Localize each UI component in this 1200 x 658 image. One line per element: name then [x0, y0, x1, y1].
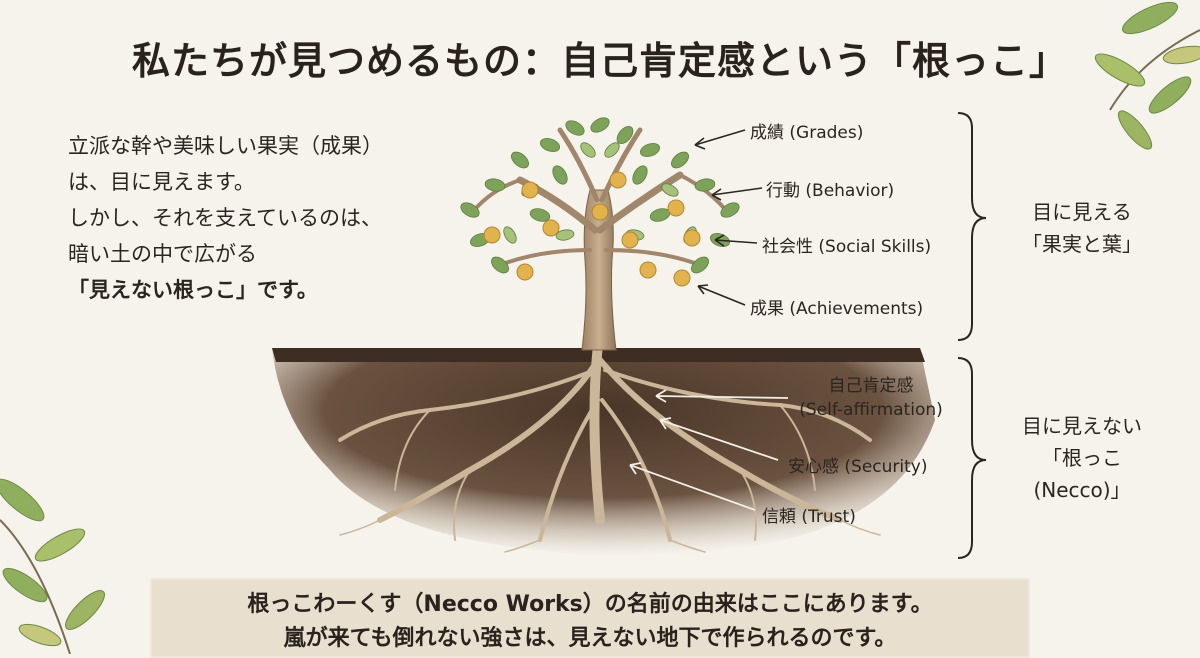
roots	[338, 340, 881, 553]
corner-leaves-top-right	[1094, 1, 1200, 150]
footer-banner: 根っこわーくす（Necco Works）の名前の由来はここにあります。 嵐が来て…	[150, 578, 1030, 658]
foliage	[460, 117, 740, 274]
label-security: 安心感 (Security)	[788, 457, 928, 477]
banner-line: 嵐が来ても倒れない強さは、見えない地下で作られるのです。	[283, 626, 897, 651]
page-title: 私たちが見つめるもの：自己肯定感という「根っこ」	[131, 39, 1068, 83]
label-behavior: 行動 (Behavior)	[766, 181, 895, 201]
group-label-line: 目に見える	[1032, 200, 1132, 224]
intro-line: は、目に見えます。	[68, 170, 255, 194]
corner-leaves-bottom-left	[0, 478, 105, 654]
intro-text: 立派な幹や美味しい果実（成果） は、目に見えます。 しかし、それを支えているのは…	[68, 128, 448, 308]
intro-line: 立派な幹や美味しい果実（成果）	[68, 134, 383, 158]
label-self-affirmation-ja: 自己肯定感	[828, 376, 914, 396]
group-label-line: (Necco)」	[1033, 478, 1131, 502]
label-grades: 成績 (Grades)	[750, 123, 864, 143]
label-trust: 信頼 (Trust)	[762, 507, 856, 527]
banner-line: 根っこわーくす（Necco Works）の名前の由来はここにあります。	[247, 592, 933, 617]
group-label-line: 「果実と葉」	[1022, 232, 1142, 256]
group-label-line: 「根っこ	[1042, 446, 1122, 470]
group-label-visible: 目に見える 「果実と葉」	[992, 196, 1172, 260]
arrows-visible	[694, 129, 763, 306]
group-label-line: 目に見えない	[1022, 414, 1142, 438]
label-self-affirmation: 自己肯定感 (Self-affirmation)	[786, 374, 956, 422]
label-social-skills: 社会性 (Social Skills)	[762, 237, 932, 257]
soil	[272, 348, 935, 556]
intro-line: 暗い土の中で広がる	[68, 242, 257, 266]
group-label-invisible: 目に見えない 「根っこ (Necco)」	[992, 410, 1172, 506]
label-achievements: 成果 (Achievements)	[750, 299, 924, 319]
fruit	[483, 171, 701, 287]
intro-line: しかし、それを支えているのは、	[68, 206, 382, 230]
intro-line-emphasis: 「見えない根っこ」です。	[68, 278, 318, 302]
arrows-roots	[629, 389, 789, 511]
label-self-affirmation-en: (Self-affirmation)	[799, 400, 943, 420]
brace-visible	[957, 112, 987, 341]
brace-invisible	[957, 357, 987, 559]
